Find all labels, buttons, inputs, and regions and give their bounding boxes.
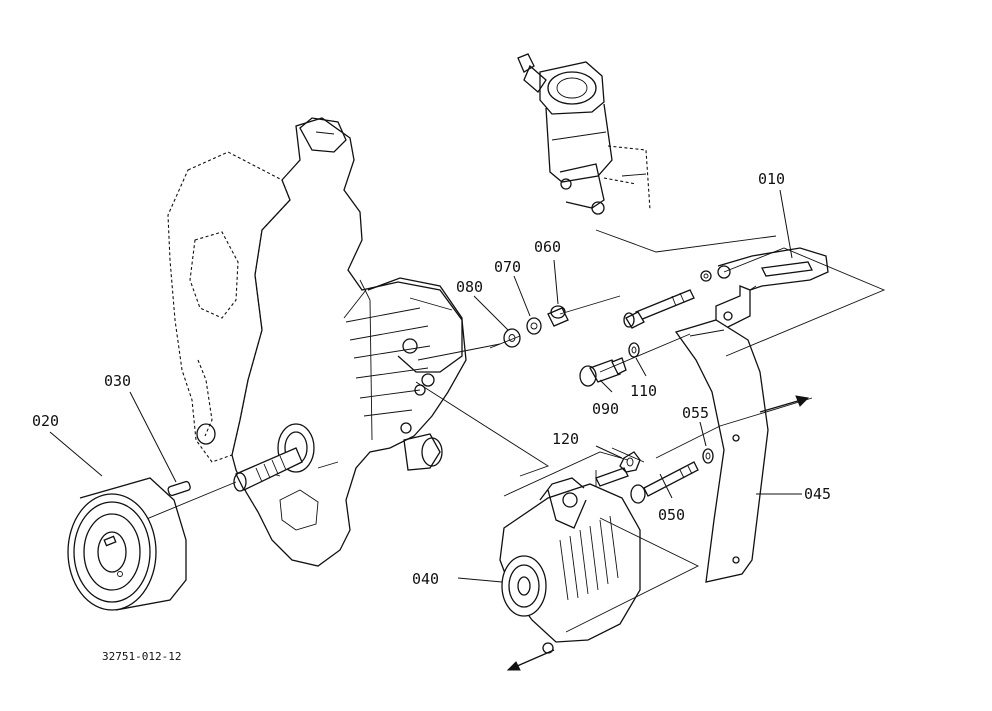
callout-090: 090: [592, 400, 619, 418]
bolt-050: [630, 448, 714, 504]
alternator-bracket: [715, 247, 829, 329]
callout-020: 020: [32, 412, 59, 430]
callout-070: 070: [494, 258, 521, 276]
direction-arrows: [506, 395, 810, 671]
callout-040: 040: [412, 570, 439, 588]
callout-060: 060: [534, 238, 561, 256]
leader-lines: [49, 189, 802, 583]
callout-110: 110: [630, 382, 657, 400]
assembly-lines: [415, 229, 886, 633]
thermostat-housing: [517, 53, 651, 215]
callout-045: 045: [804, 485, 831, 503]
callout-030: 030: [104, 372, 131, 390]
adjusting-plate: [674, 319, 769, 583]
crankshaft-pulley: [67, 477, 187, 611]
alternator: [499, 467, 641, 654]
upper-bolt: [623, 270, 712, 329]
nut-120: [619, 451, 641, 473]
callout-120: 120: [552, 430, 579, 448]
callout-055: 055: [682, 404, 709, 422]
callout-050: 050: [658, 506, 685, 524]
gear-case: [167, 117, 467, 567]
washer-110: [628, 342, 640, 358]
reference-number: 32751-012-12: [102, 650, 181, 663]
woodruff-key: [167, 480, 191, 497]
callout-080: 080: [456, 278, 483, 296]
callout-010: 010: [758, 170, 785, 188]
bolt-090: [579, 357, 627, 387]
fastener-stack: [503, 305, 569, 348]
